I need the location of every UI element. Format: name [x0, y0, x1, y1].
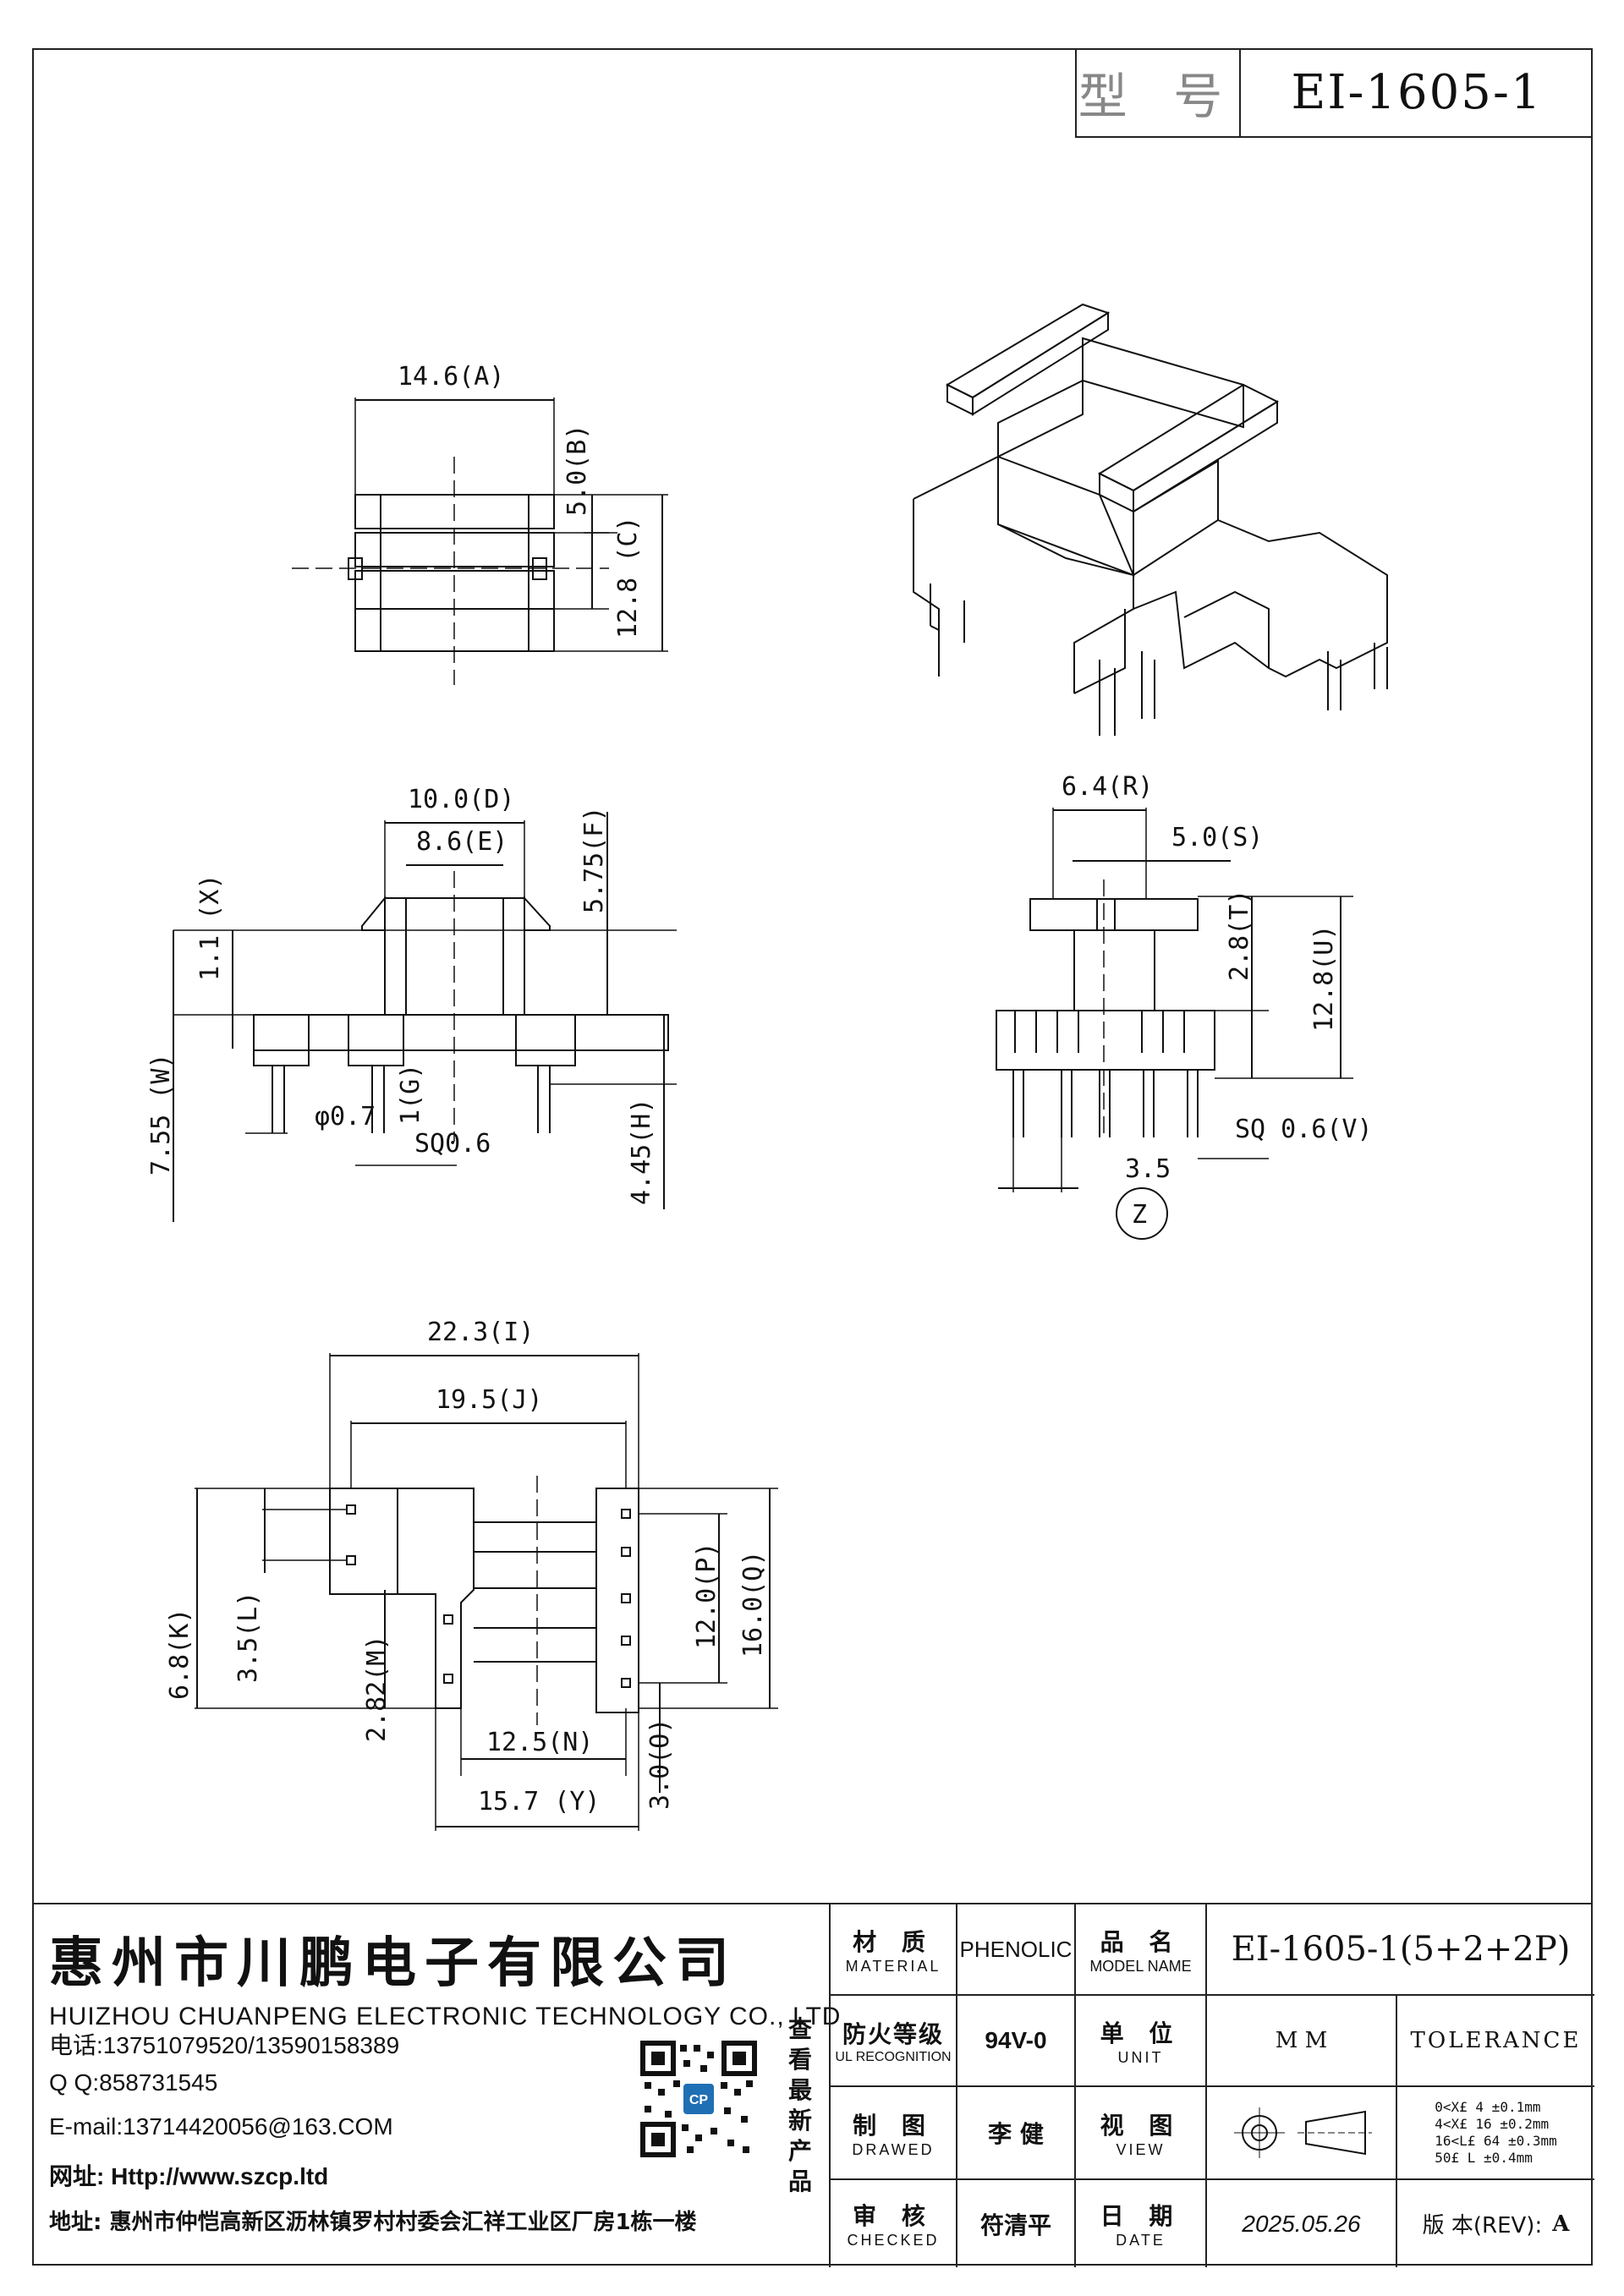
drawn-label-cell: 制 图 DRAWED	[831, 2087, 957, 2180]
drawn-value: 李 健	[957, 2087, 1076, 2180]
dim-R: 6.4(R)	[1062, 772, 1153, 802]
drawn-label: 制 图	[853, 2111, 934, 2140]
drawn-label-en: DRAWED	[852, 2140, 935, 2158]
tolerance-row: 4<X£ 16 ±0.2mm	[1435, 2116, 1550, 2132]
view-label-cell: 视 图 VIEW	[1076, 2087, 1207, 2180]
tolerance-row: 0<X£ 4 ±0.1mm	[1435, 2099, 1541, 2115]
material-label-en: MATERIAL	[845, 1957, 941, 1975]
dim-U: 12.8(U)	[1309, 925, 1339, 1032]
date-label-cell: 日 期 DATE	[1076, 2180, 1207, 2267]
drawing-frame	[32, 48, 1593, 2266]
checked-value: 符清平	[957, 2180, 1076, 2267]
qr-caption: 查看最新产品	[787, 2015, 812, 2195]
qr-code[interactable]: CP	[639, 2040, 758, 2158]
date-label-en: DATE	[1116, 2232, 1166, 2249]
dim-C: 12.8 (C)	[613, 517, 643, 639]
dim-pitch: 3.5	[1125, 1154, 1171, 1184]
projection-icon	[1233, 2107, 1372, 2158]
dim-phi: φ0.7	[315, 1102, 376, 1132]
web-link[interactable]: 网址: Http://www.szcp.ltd	[49, 2163, 329, 2189]
fire-label: 防火等级	[842, 2020, 944, 2048]
title-block: 惠州市川鹏电子有限公司 HUIZHOU CHUANPENG ELECTRONIC…	[32, 1903, 1594, 2267]
dim-O: 3.0(O)	[645, 1718, 675, 1810]
tolerance-row: 50£ L ±0.4mm	[1435, 2150, 1533, 2166]
dim-T: 2.8(T)	[1225, 890, 1254, 981]
phone-text: 电话:13751079520/13590158389	[49, 2032, 400, 2058]
checked-label-cell: 审 核 CHECKED	[831, 2180, 957, 2267]
model-header: 型 号 EI-1605-1	[1075, 48, 1593, 138]
revision-value: A	[1552, 2211, 1570, 2237]
qq-text: Q Q:858731545	[49, 2069, 218, 2096]
fire-value: 94V-0	[957, 1996, 1076, 2087]
model-name-label-cell: 品 名 MODEL NAME	[1076, 1904, 1207, 1996]
material-label-cell: 材 质 MATERIAL	[831, 1904, 957, 1996]
dim-sq: SQ0.6	[414, 1129, 491, 1159]
unit-label-en: UNIT	[1117, 2048, 1164, 2066]
checked-label: 审 核	[853, 2202, 934, 2230]
model-name-label-en: MODEL NAME	[1089, 1957, 1192, 1975]
material-value: PHENOLIC	[957, 1904, 1076, 1996]
dim-D: 10.0(D)	[408, 785, 514, 814]
unit-label: 单 位	[1100, 2019, 1182, 2047]
dim-M: 2.82(M)	[362, 1636, 392, 1742]
dim-G: 1(G)	[396, 1064, 425, 1125]
dim-F: 5.75(F)	[579, 807, 609, 913]
dim-P: 12.0(P)	[692, 1543, 721, 1649]
dim-H: 4.45(H)	[627, 1099, 656, 1205]
dim-Y: 15.7 (Y)	[478, 1787, 601, 1817]
dim-S: 5.0(S)	[1171, 823, 1263, 852]
dim-L: 3.5(L)	[233, 1592, 263, 1683]
company-info: 惠州市川鹏电子有限公司 HUIZHOU CHUANPENG ELECTRONIC…	[49, 1920, 841, 2031]
projection-symbol	[1207, 2087, 1397, 2180]
tolerance-row: 16<L£ 64 ±0.3mm	[1435, 2133, 1557, 2149]
fire-label-en: UL RECOGNITION	[835, 2050, 952, 2064]
top-view	[292, 397, 668, 685]
fire-label-cell: 防火等级 UL RECOGNITION	[831, 1996, 957, 2087]
email-text: E-mail:13714420056@163.COM	[49, 2113, 393, 2140]
company-name-cn: 惠州市川鹏电子有限公司	[49, 1932, 738, 1995]
unit-value: M M	[1207, 1996, 1397, 2087]
dim-Q: 16.0(Q)	[738, 1551, 768, 1658]
tolerance-table: 0<X£ 4 ±0.1mm 4<X£ 16 ±0.2mm 16<L£ 64 ±0…	[1397, 2087, 1594, 2180]
spec-table: 材 质 MATERIAL PHENOLIC 品 名 MODEL NAME EI-…	[829, 1904, 1594, 2267]
material-label: 材 质	[853, 1927, 934, 1956]
view-label-en: VIEW	[1116, 2140, 1166, 2158]
dim-X: 1.1 (X)	[195, 874, 225, 981]
address-text: 地址: 惠州市仲恺高新区沥林镇罗村村委会汇祥工业区厂房1栋一楼	[49, 2210, 697, 2235]
date-value: 2025.05.26	[1207, 2180, 1397, 2267]
bottom-view	[195, 1353, 778, 1831]
date-label: 日 期	[1100, 2202, 1182, 2230]
dim-I: 22.3(I)	[427, 1318, 534, 1347]
dim-E: 8.6(E)	[416, 827, 508, 857]
front-view	[173, 812, 677, 1222]
revision-cell: 版 本(REV): A	[1397, 2180, 1594, 2267]
unit-label-cell: 单 位 UNIT	[1076, 1996, 1207, 2087]
dim-K: 6.8(K)	[165, 1608, 195, 1700]
dim-V: SQ 0.6(V)	[1235, 1115, 1373, 1144]
isometric-view	[913, 303, 1388, 736]
revision-label: 版 本(REV):	[1422, 2213, 1543, 2238]
view-label: 视 图	[1100, 2111, 1182, 2140]
dim-A: 14.6(A)	[398, 362, 504, 392]
dim-B: 5.0(B)	[562, 425, 592, 516]
dim-J: 19.5(J)	[436, 1385, 542, 1415]
checked-label-en: CHECKED	[847, 2232, 940, 2249]
dim-W: 7.55 (W)	[146, 1054, 176, 1176]
qr-logo-text: CP	[689, 2093, 709, 2107]
dim-N: 12.5(N)	[486, 1728, 593, 1757]
company-name-en: HUIZHOU CHUANPENG ELECTRONIC TECHNOLOGY …	[49, 2003, 842, 2030]
model-header-value: EI-1605-1	[1291, 64, 1543, 120]
model-header-label: 型 号	[1077, 48, 1241, 136]
side-view	[996, 808, 1353, 1240]
tolerance-label: TOLERANCE	[1397, 1996, 1594, 2087]
model-name-label: 品 名	[1100, 1927, 1182, 1956]
model-name-value: EI-1605-1(5+2+2P)	[1207, 1904, 1594, 1996]
view-marker-Z: Z	[1132, 1200, 1147, 1230]
technical-drawing: 14.6(A) 5.0(B) 12.8 (C)	[146, 303, 1388, 1831]
